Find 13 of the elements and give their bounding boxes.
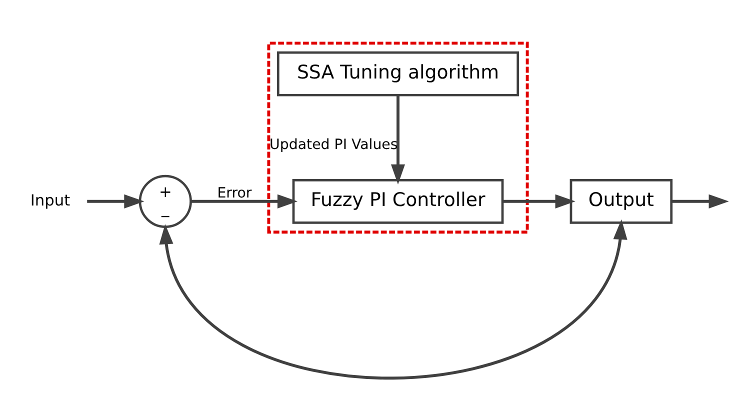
arrow <box>672 194 729 208</box>
node-box: SSA Tuning algorithm <box>276 51 520 96</box>
node-circle: + _ <box>138 174 192 228</box>
node-box: Fuzzy PI Controller <box>292 178 504 224</box>
node-text: Input <box>30 191 70 210</box>
arrow <box>502 194 576 208</box>
edge-label: Error <box>217 185 252 202</box>
cluster <box>267 42 529 234</box>
arrow <box>191 194 298 208</box>
arrow <box>390 95 406 184</box>
arrow <box>159 219 628 380</box>
arrow <box>87 194 144 208</box>
node-box: Output <box>570 178 673 224</box>
